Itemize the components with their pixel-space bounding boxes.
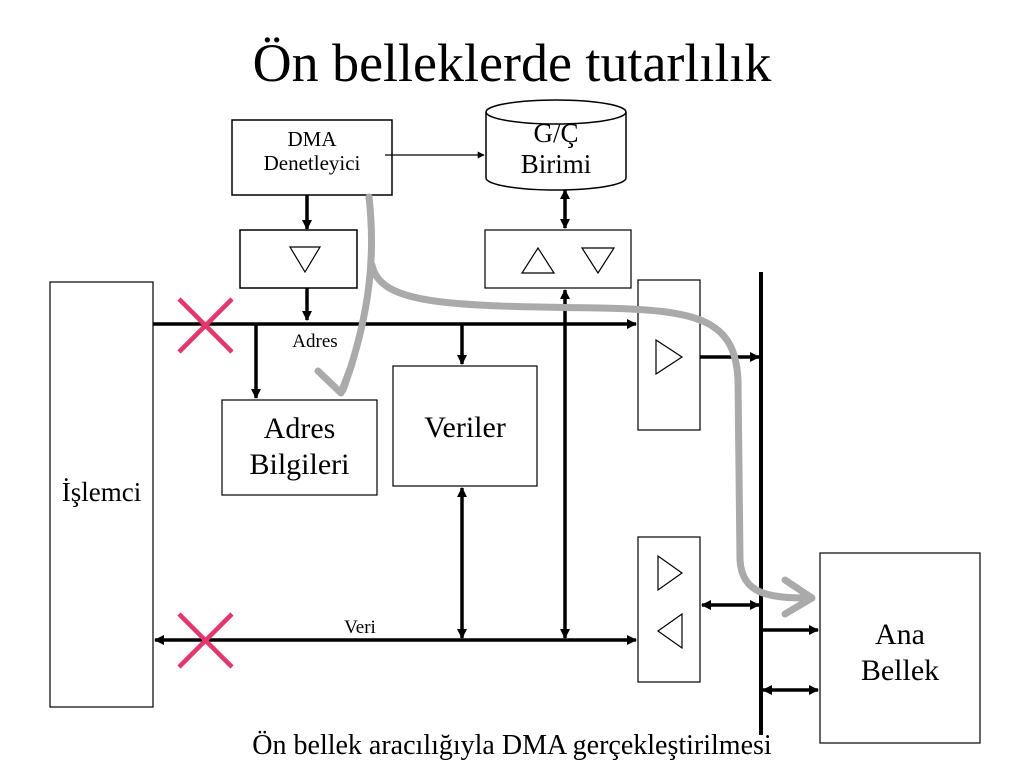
- dma-controller-box: [231, 119, 393, 196]
- dma-to-main-memory-flow-arrow: [368, 261, 814, 602]
- address-output-buffer-box: [637, 279, 701, 431]
- buffer-down-triangle-icon: [580, 247, 616, 275]
- dma-buffer-box: [239, 229, 358, 289]
- io-buffer-box: [484, 229, 632, 289]
- buffer-up-triangle-icon: [520, 246, 556, 274]
- data-bus-blocked-x-cross-icon: [177, 612, 234, 669]
- main-memory-box: [819, 552, 981, 744]
- dma-to-address-info-flow-arrow-head: [314, 360, 356, 397]
- processor-box: [49, 281, 154, 708]
- page-title: Ön belleklerde tutarlılık: [252, 33, 772, 93]
- buffer-down-triangle-icon: [288, 246, 322, 274]
- processor-label: İşlemci: [61, 477, 142, 507]
- data-bus-label: Veri: [344, 617, 376, 638]
- dma-to-main-memory-flow-arrow-head: [781, 576, 816, 618]
- dma-to-address-info-flow-arrow: [339, 193, 376, 394]
- buffer-right-triangle-icon: [655, 338, 684, 376]
- diagram-caption: Ön bellek aracılığıyla DMA gerçekleştiri…: [252, 730, 772, 761]
- io-unit-cylinder: [485, 99, 627, 191]
- buffer-right-triangle-icon: [657, 554, 684, 592]
- address-info-box: [221, 399, 378, 496]
- address-bus-blocked-x-cross-icon: [177, 297, 234, 354]
- data-box: [392, 365, 538, 487]
- data-label: Veriler: [424, 411, 506, 444]
- data-bidir-buffer-box: [637, 536, 701, 683]
- address-bus-label: Adres: [292, 331, 338, 352]
- buffer-left-triangle-icon: [656, 612, 683, 650]
